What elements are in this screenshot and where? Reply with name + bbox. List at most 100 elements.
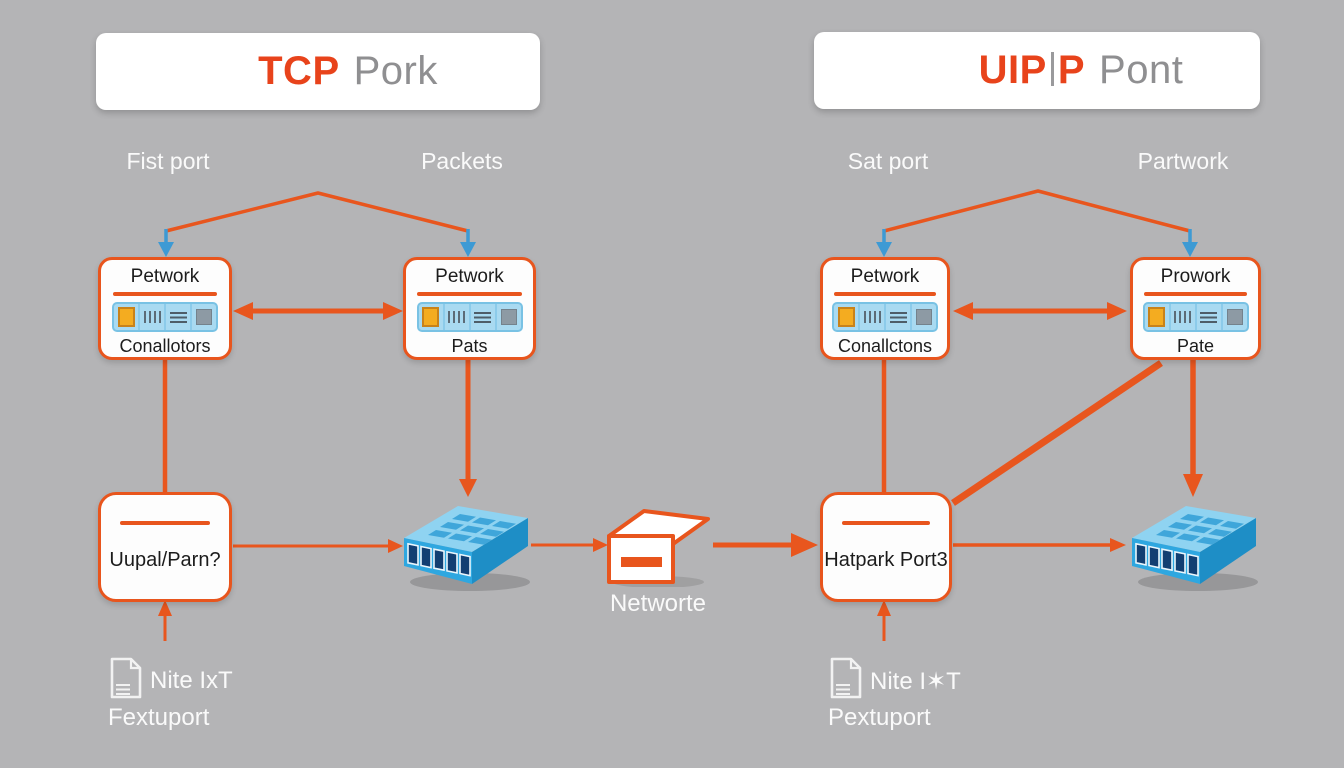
tcp-roof-connector xyxy=(165,191,469,233)
label-partwork: Partwork xyxy=(1137,148,1229,174)
udp-title-accent1: UIP xyxy=(978,48,1047,92)
strip-cell xyxy=(1194,304,1221,330)
hatpark-process-box: Hatpark Port3 xyxy=(820,492,952,602)
tcp-box2-down-arrow xyxy=(459,358,477,497)
hatpark-to-switch2-arrow xyxy=(953,538,1126,552)
strip-cell xyxy=(114,304,138,330)
switch-top-chips xyxy=(1156,514,1244,545)
strip-cell xyxy=(1168,304,1195,330)
uupal-to-switch-arrow xyxy=(233,539,403,553)
note-right-up-arrow xyxy=(877,600,891,641)
tcp-title-box: TCP Pork xyxy=(96,33,540,110)
hatpark-to-box4-diagonal xyxy=(951,360,1163,506)
uupal-process-box: Uupal/Parn? xyxy=(98,492,232,602)
gray-square-icon xyxy=(196,309,212,325)
horizontal-lines-icon xyxy=(474,311,491,323)
tcp-title-text: TCP Pork xyxy=(96,49,540,94)
device-box-1: Petwork Conallotors xyxy=(98,257,232,360)
router-box-icon xyxy=(607,509,710,587)
strip-cell xyxy=(910,304,936,330)
network-switch-icon xyxy=(1132,506,1258,591)
note-left-line1: Nite IxT xyxy=(150,667,233,694)
strip-cell xyxy=(1145,304,1169,330)
strip-cell xyxy=(494,304,521,330)
device-box-4-title: Prowork xyxy=(1160,266,1231,287)
tcp-title-rest: Pork xyxy=(353,49,438,93)
device-box-4-caption: Pate xyxy=(1176,336,1215,356)
label-packets: Packets xyxy=(421,148,503,174)
orange-rule xyxy=(841,521,931,525)
network-connectors-strip-icon xyxy=(416,302,523,332)
vertical-bars-icon xyxy=(448,311,465,323)
tcp-title-accent: TCP xyxy=(258,49,340,93)
label-sat-port: Sat port xyxy=(847,148,929,174)
switch-front-ports xyxy=(407,542,471,577)
hatpark-label: Hatpark Port3 xyxy=(824,549,948,571)
note-left-up-arrow xyxy=(158,600,172,641)
note-right-line1: Nite I✶T xyxy=(870,668,961,695)
gray-square-icon xyxy=(500,309,517,325)
device-box-1-title: Petwork xyxy=(130,266,200,287)
strip-cell xyxy=(190,304,216,330)
yellow-square-icon xyxy=(1148,307,1165,327)
orange-rule xyxy=(834,292,936,296)
orange-rule xyxy=(120,521,210,525)
horizontal-lines-icon xyxy=(1200,311,1217,323)
orange-rule xyxy=(112,292,218,296)
device-box-2: Petwork Pats xyxy=(403,257,536,360)
strip-cell xyxy=(1220,304,1247,330)
document-icon xyxy=(830,657,862,699)
device-box-4: Prowork Pate xyxy=(1130,257,1261,360)
device-box-2-title: Petwork xyxy=(435,266,504,287)
device-box-2-caption: Pats xyxy=(451,336,488,356)
udp-roof-blue-arrows xyxy=(876,229,1198,257)
udp-box4-down-arrow xyxy=(1183,358,1203,497)
switch-to-router-arrow xyxy=(531,538,608,552)
strip-cell xyxy=(419,304,443,330)
udp-title-rest: Pont xyxy=(1099,48,1184,92)
udp-double-arrow xyxy=(953,302,1127,320)
network-switch-icon xyxy=(404,506,530,591)
horizontal-lines-icon xyxy=(889,311,907,323)
network-connectors-strip-icon xyxy=(1142,302,1249,332)
device-box-3-title: Petwork xyxy=(850,266,920,287)
uupal-label: Uupal/Parn? xyxy=(109,549,221,571)
yellow-square-icon xyxy=(422,307,439,327)
note-right-line2: Pextuport xyxy=(828,704,931,731)
udp-roof-connector xyxy=(883,189,1191,233)
orange-rule xyxy=(1144,292,1247,296)
udp-title-accent2: P xyxy=(1057,48,1086,92)
tcp-double-arrow xyxy=(233,302,403,320)
label-fist-port: Fist port xyxy=(126,148,210,174)
vertical-bars-icon xyxy=(1174,311,1191,323)
device-box-1-caption: Conallotors xyxy=(119,336,211,356)
router-label: Networte xyxy=(609,590,707,617)
strip-cell xyxy=(138,304,164,330)
strip-cell xyxy=(834,304,858,330)
network-connectors-strip-icon xyxy=(112,302,218,332)
yellow-square-icon xyxy=(117,307,135,327)
strip-cell xyxy=(468,304,495,330)
device-box-3: Petwork Conallctons xyxy=(820,257,950,360)
network-connectors-strip-icon xyxy=(832,302,938,332)
yellow-square-icon xyxy=(837,307,855,327)
gray-square-icon xyxy=(1226,309,1243,325)
document-icon xyxy=(110,657,142,699)
switch-top-chips xyxy=(428,514,516,545)
router-to-hatpark-arrow xyxy=(713,533,818,557)
device-box-3-caption: Conallctons xyxy=(837,336,933,356)
strip-cell xyxy=(884,304,910,330)
orange-rule xyxy=(417,292,522,296)
note-left-line2: Fextuport xyxy=(108,704,210,731)
vertical-bars-icon xyxy=(863,311,881,323)
vertical-bars-icon xyxy=(143,311,161,323)
router-slot xyxy=(621,557,662,567)
switch-front-ports xyxy=(1135,542,1199,577)
strip-cell xyxy=(164,304,190,330)
tcp-roof-blue-arrows xyxy=(158,229,476,257)
strip-cell xyxy=(858,304,884,330)
